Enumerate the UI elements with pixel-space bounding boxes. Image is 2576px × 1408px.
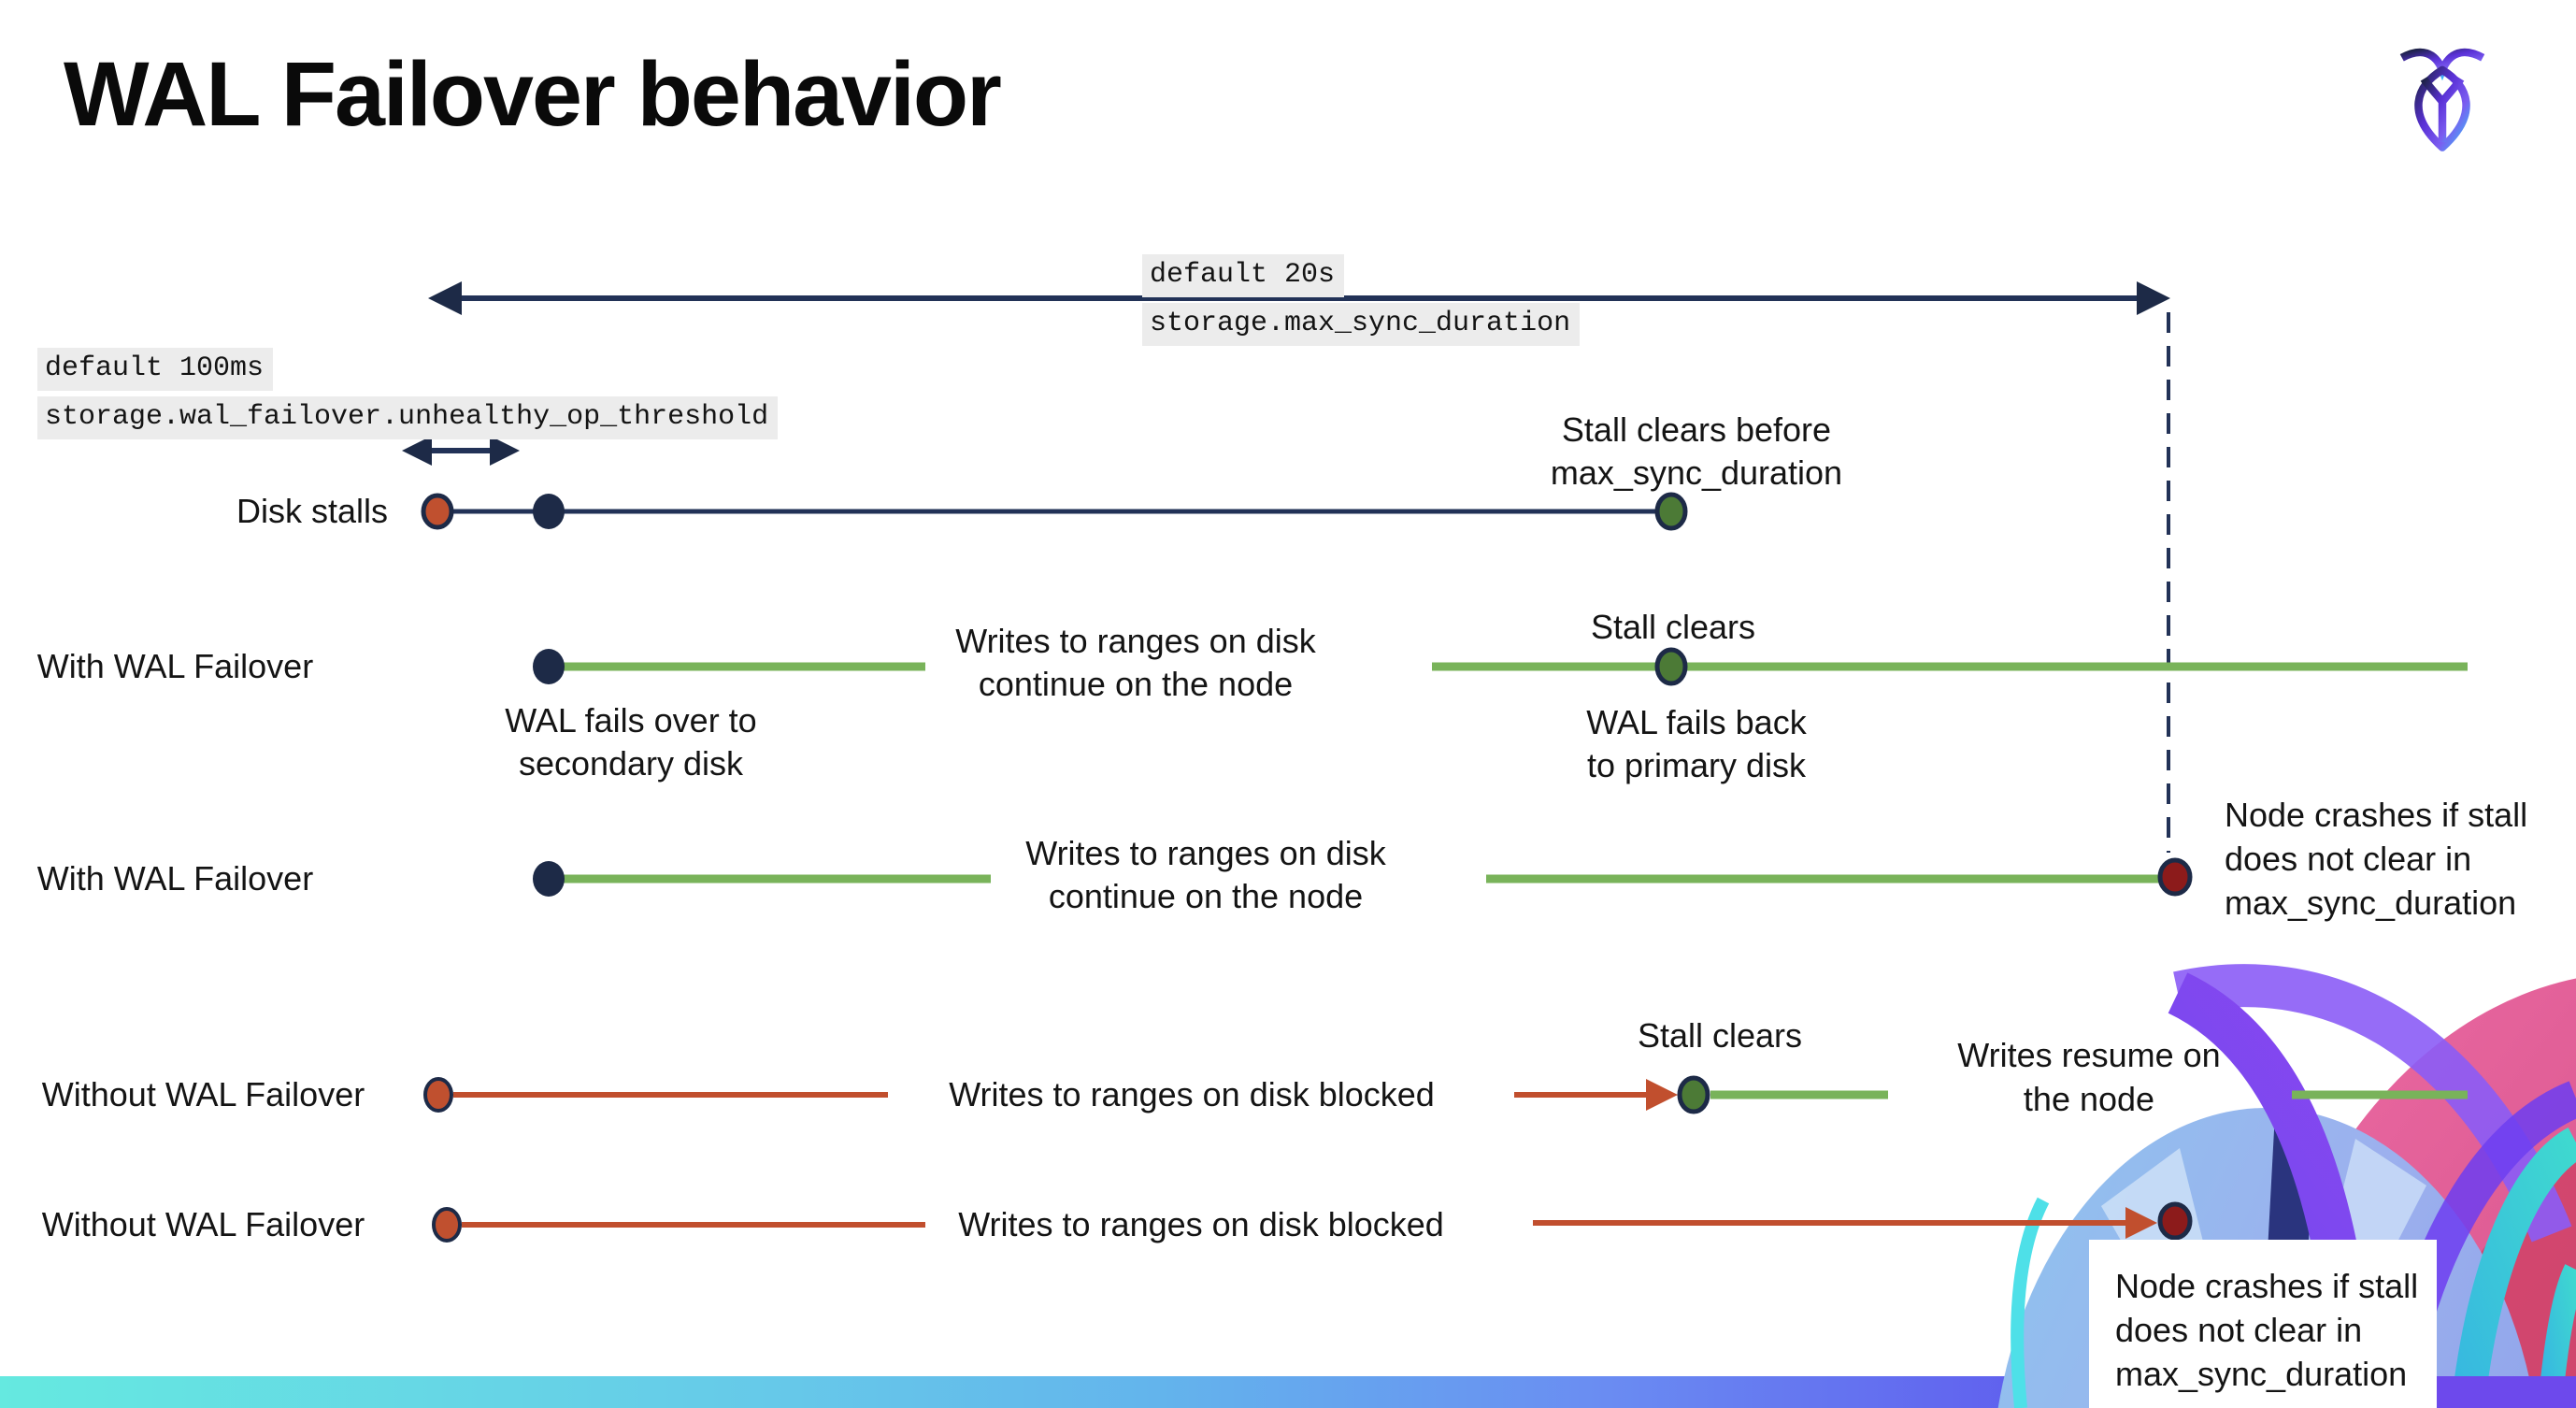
row-wal-failover-clears — [533, 647, 2468, 686]
arrowhead-left-icon — [428, 281, 462, 315]
crash-dot — [2157, 857, 2193, 897]
node-crash-callout: Node crashes if stall does not clear in … — [2089, 1240, 2437, 1408]
art-violet-base — [2435, 1376, 2576, 1408]
stall-clears-text-2: Stall clears — [1637, 1016, 1803, 1055]
writes-blocked-text-1: Writes to ranges on disk blocked — [949, 1075, 1435, 1113]
row-no-failover-crash — [432, 1201, 2193, 1243]
wal-fails-back-text: WAL fails back to primary disk — [1586, 703, 1807, 784]
row-label-with-wal-failover-1: With WAL Failover — [36, 647, 314, 685]
row-no-failover-clears — [423, 1075, 2468, 1114]
max-sync-duration-arrow — [428, 281, 2170, 315]
failback-dot — [1654, 647, 1688, 686]
row-disk-stalls — [421, 492, 1688, 531]
writes-continue-text-2: Writes to ranges on disk continue on the… — [1025, 834, 1386, 915]
node-crashes-text-1: Node crashes if stall does not clear in … — [2225, 796, 2528, 922]
failover-dot — [533, 861, 565, 897]
threshold-dot — [533, 494, 565, 529]
stall-start-dot — [421, 493, 454, 530]
art-cyan-sliver — [2011, 1197, 2050, 1408]
row-label-disk-stalls: Disk stalls — [236, 492, 388, 530]
writes-continue-text-1: Writes to ranges on disk continue on the… — [955, 622, 1316, 703]
cockroachdb-logo-icon — [2399, 48, 2485, 151]
arrowhead-right-icon — [490, 436, 520, 466]
stall-clears-before-text: Stall clears before max_sync_duration — [1550, 410, 1843, 492]
writes-blocked-text-2: Writes to ranges on disk blocked — [958, 1205, 1444, 1243]
art-teal-arc-1 — [2451, 1128, 2576, 1408]
stall-clears-dot — [1654, 492, 1688, 531]
max-sync-duration-annotation: default 20s storage.max_sync_duration — [1142, 254, 1581, 352]
arrowhead-right-icon — [2137, 281, 2170, 315]
row-label-without-wal-failover-1: Without WAL Failover — [41, 1075, 365, 1113]
wal-fails-over-text: WAL fails over to secondary disk — [505, 701, 757, 783]
crash-dot — [2157, 1201, 2193, 1241]
failover-dot — [533, 649, 565, 684]
row-wal-failover-crash — [533, 857, 2193, 897]
unhealthy-op-threshold-arrow — [402, 436, 520, 466]
arrowhead-right-icon — [1646, 1079, 1678, 1111]
setting-default-value: default 20s — [1142, 254, 1345, 297]
writes-resume-text: Writes resume on the node — [1957, 1036, 2221, 1118]
node-crashes-text-2: Node crashes if stall does not clear in … — [2115, 1267, 2419, 1393]
stall-start-dot — [432, 1207, 462, 1243]
stall-start-dot — [423, 1077, 453, 1113]
arrowhead-left-icon — [402, 436, 432, 466]
setting-name: storage.wal_failover.unhealthy_op_thresh… — [37, 396, 779, 439]
stall-clears-text-1: Stall clears — [1590, 608, 1756, 646]
unhealthy-op-threshold-annotation: default 100ms storage.wal_failover.unhea… — [37, 348, 779, 445]
page-title: WAL Failover behavior — [64, 43, 1002, 145]
setting-default-value: default 100ms — [37, 348, 274, 391]
row-label-with-wal-failover-2: With WAL Failover — [36, 859, 314, 898]
row-label-without-wal-failover-2: Without WAL Failover — [41, 1205, 365, 1243]
stall-clears-dot — [1677, 1075, 1710, 1114]
arrowhead-right-icon — [2125, 1207, 2157, 1239]
setting-name: storage.max_sync_duration — [1142, 303, 1581, 346]
